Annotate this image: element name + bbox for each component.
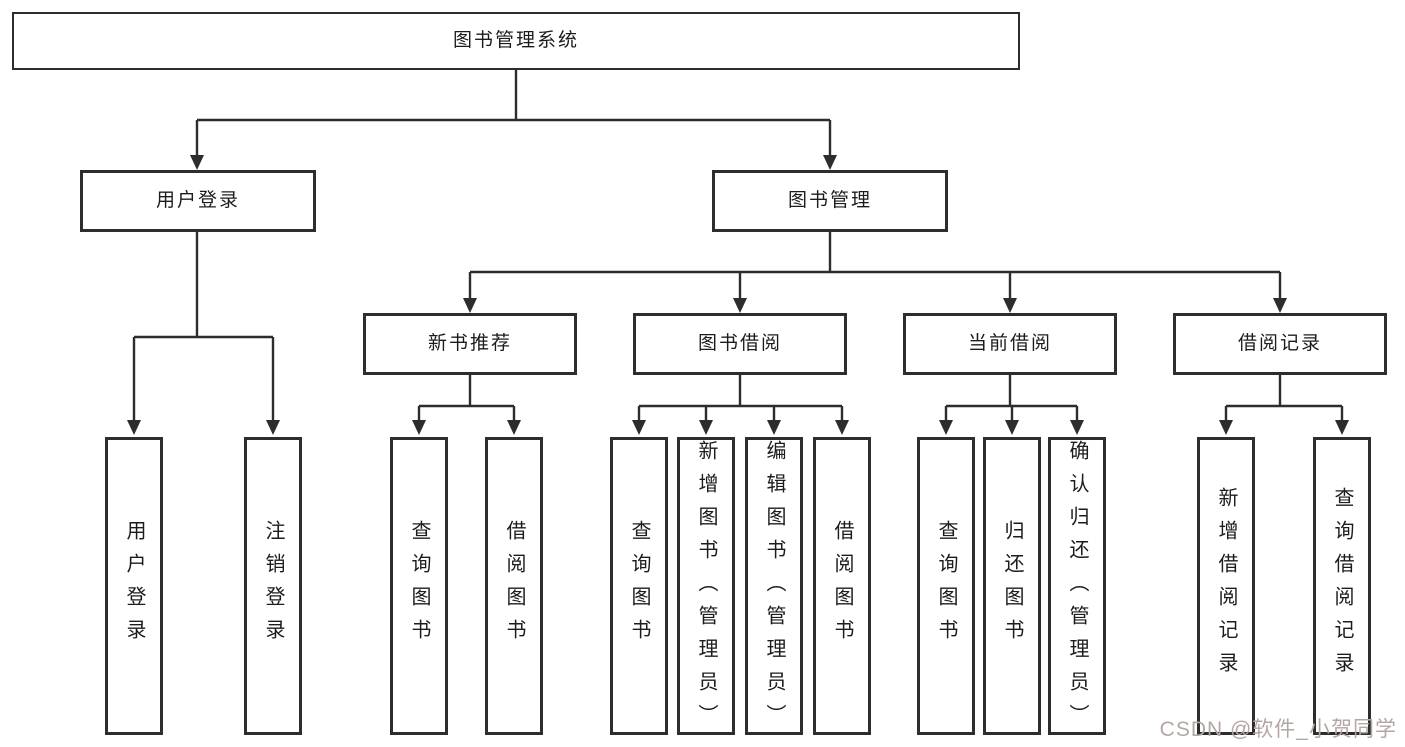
leaf-label: 查询图书 <box>408 520 430 652</box>
leaf-label: 查询借阅记录 <box>1331 487 1353 685</box>
node-label: 借阅记录 <box>1237 332 1322 354</box>
leaf-borrow-books-borrowing: 借阅图书 <box>813 437 871 735</box>
leaf-user-login: 用户登录 <box>105 437 163 735</box>
leaf-confirm-return-admin: 确认归还（管理员） <box>1048 437 1106 737</box>
leaf-label: 借阅图书 <box>831 520 853 652</box>
node-book-borrowing: 图书借阅 <box>633 313 847 375</box>
node-label: 用户登录 <box>155 189 240 211</box>
leaf-label: 归还图书 <box>1001 520 1023 652</box>
leaf-query-books-recommend: 查询图书 <box>390 437 448 735</box>
leaf-label: 编辑图书（管理员） <box>763 440 785 737</box>
leaf-label: 用户登录 <box>123 520 145 652</box>
leaf-label: 新增图书（管理员） <box>695 440 717 737</box>
leaf-add-borrow-record: 新增借阅记录 <box>1197 437 1255 735</box>
node-borrowing-records: 借阅记录 <box>1173 313 1387 375</box>
leaf-borrow-books-recommend: 借阅图书 <box>485 437 543 735</box>
leaf-query-books-borrowing: 查询图书 <box>610 437 668 735</box>
node-book-management: 图书管理 <box>712 170 948 232</box>
leaf-query-books-current: 查询图书 <box>917 437 975 735</box>
arrowheads <box>127 155 1349 435</box>
node-library-management-system: 图书管理系统 <box>12 12 1020 70</box>
leaf-label: 查询图书 <box>628 520 650 652</box>
node-current-borrowing: 当前借阅 <box>903 313 1117 375</box>
leaf-label: 确认归还（管理员） <box>1066 440 1088 737</box>
leaf-label: 注销登录 <box>262 520 284 652</box>
node-label: 图书管理 <box>787 189 872 211</box>
node-new-book-recommend: 新书推荐 <box>363 313 577 375</box>
node-label: 图书管理系统 <box>452 29 579 51</box>
csdn-watermark: CSDN @软件_小贺同学 <box>1159 718 1397 741</box>
node-label: 图书借阅 <box>697 332 782 354</box>
leaf-label: 借阅图书 <box>503 520 525 652</box>
leaf-label: 新增借阅记录 <box>1215 487 1237 685</box>
node-user-login: 用户登录 <box>80 170 316 232</box>
leaf-edit-book-admin: 编辑图书（管理员） <box>745 437 803 737</box>
leaf-label: 查询图书 <box>935 520 957 652</box>
leaf-logout: 注销登录 <box>244 437 302 735</box>
node-label: 当前借阅 <box>967 332 1052 354</box>
leaf-query-borrow-record: 查询借阅记录 <box>1313 437 1371 735</box>
leaf-return-book: 归还图书 <box>983 437 1041 735</box>
leaf-add-book-admin: 新增图书（管理员） <box>677 437 735 737</box>
node-label: 新书推荐 <box>427 332 512 354</box>
